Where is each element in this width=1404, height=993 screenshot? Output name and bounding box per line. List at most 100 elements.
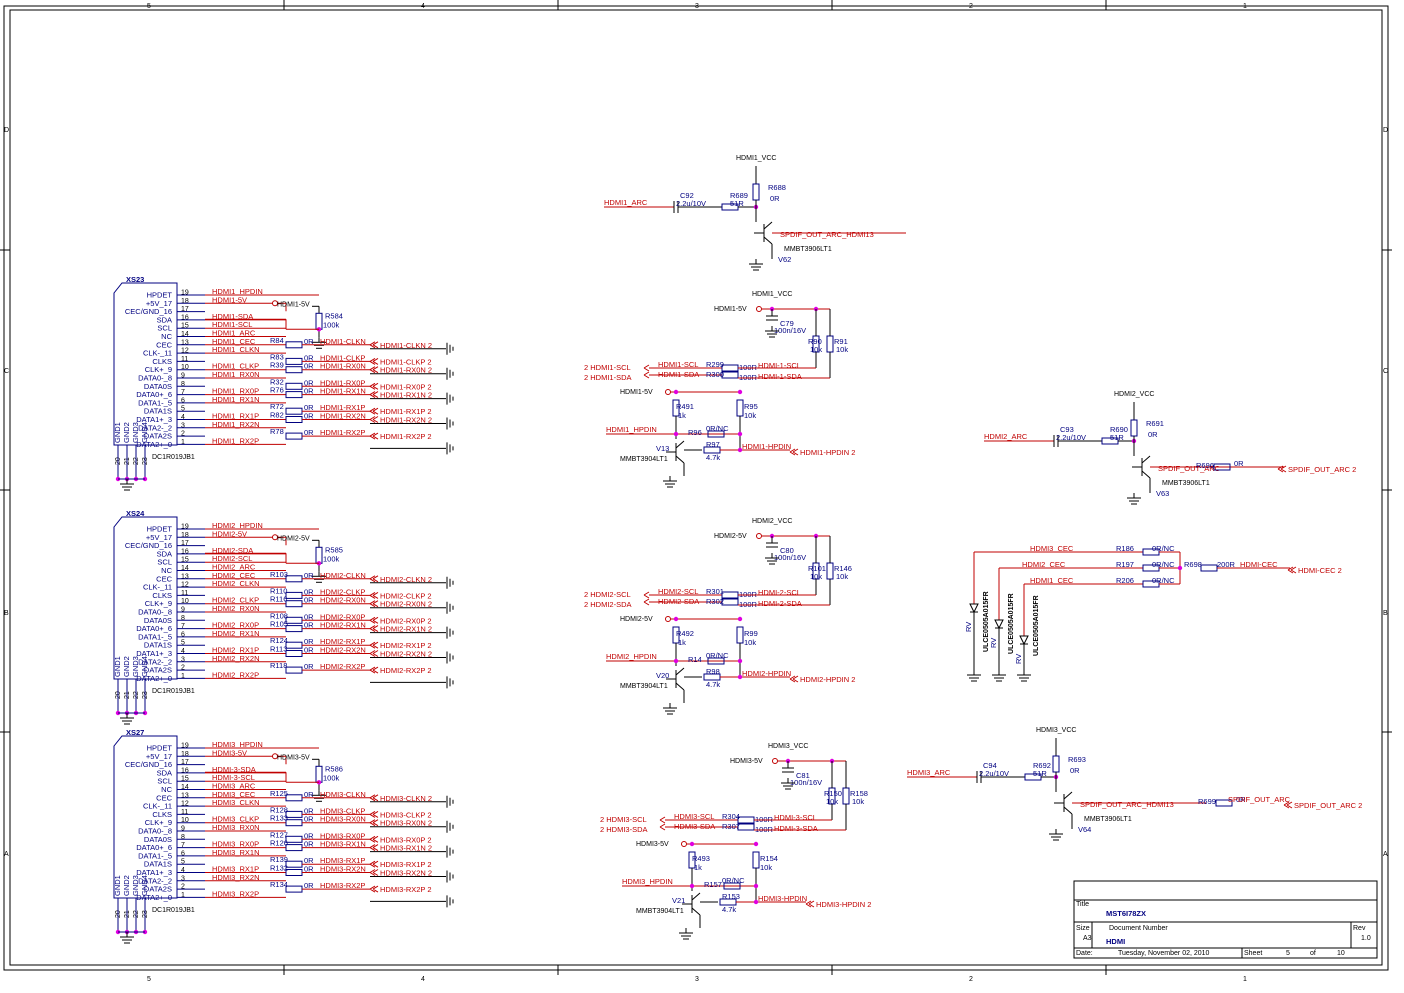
series-res-value: 0R	[304, 840, 314, 849]
cec-out-net: HDMI-CEC	[1240, 560, 1278, 569]
port-label: HDMI2-RX1N 2	[380, 625, 432, 634]
pin-name: SCL	[157, 324, 172, 333]
net-label: HDMI1_RX1P	[212, 412, 259, 421]
ground-symbol	[120, 713, 134, 725]
pin-name: DATA0+_6	[136, 624, 172, 633]
ddc-sda-out: HDMI-1-SDA	[758, 372, 802, 381]
arc-circuit-1: HDMI1_ARCC922.2u/10VR68951RHDMI1_VCCR688…	[604, 155, 906, 271]
arc-vcc-label: HDMI1_VCC	[736, 155, 776, 162]
off-sheet-port: HDMI1-RX1N 2	[369, 391, 432, 400]
port-arrow	[789, 448, 799, 456]
wire	[763, 236, 773, 245]
resistor	[721, 591, 739, 599]
port-label: HDMI3-RX1P 2	[380, 860, 432, 869]
series-res-ref: R128	[270, 805, 288, 814]
pin-name: DATA1-_5	[138, 851, 172, 860]
col-marker-bottom: 2	[969, 976, 973, 983]
series-res-ref: R39	[270, 361, 284, 370]
pin-name: CEC	[156, 574, 172, 583]
net-label: HDMI3_CLKN	[212, 798, 260, 807]
arc-input-net: HDMI1_ARC	[604, 198, 648, 207]
pin-name: DATA0S	[144, 616, 172, 625]
col-marker-bottom: 4	[421, 976, 425, 983]
hpd-nc-value: 0R/NC	[722, 876, 745, 885]
pin-name: HPDET	[147, 291, 173, 300]
pin-name: CLK+_9	[145, 818, 172, 827]
off-sheet-port: HDMI3-RX1N 2	[369, 844, 432, 853]
ddc-pullup-ref: R150	[824, 789, 842, 798]
pin-number: 10	[181, 817, 189, 824]
series-res-ref: R32	[270, 377, 284, 386]
hpd-pullup-ref: R492	[676, 629, 694, 638]
ddc-hpd-circuits: HDMI1_VCCHDMI1-5VC79100n/16VR9010kR9110k…	[584, 291, 871, 940]
series-net-label: HDMI3-RX0P	[320, 831, 365, 840]
off-sheet-port: HDMI2-RX2N 2	[369, 650, 432, 659]
arc-vcc-label: HDMI3_VCC	[1036, 727, 1076, 734]
hpd-base-value: 10k	[744, 638, 756, 647]
ddc-scl-res-ref: R299	[706, 360, 724, 369]
off-sheet-port: HDMI3-RX2N 2	[369, 869, 432, 878]
series-res-value: 0R	[304, 815, 314, 824]
off-sheet-port: HDMI3-CLKP 2	[369, 810, 432, 819]
power-port	[665, 389, 671, 395]
arc-input-net: HDMI2_ARC	[984, 432, 1028, 441]
arc-pullup-value: 0R	[770, 194, 780, 203]
row-marker-right: D	[1383, 127, 1388, 134]
off-sheet-port: HDMI1-RX2N 2	[369, 416, 432, 425]
pin-name: DATA1-_5	[138, 398, 172, 407]
wire	[675, 667, 685, 676]
ground-symbol	[120, 932, 134, 944]
size-label: Size	[1076, 925, 1090, 932]
port-label: HDMI-CEC 2	[1298, 566, 1342, 575]
ddc-pullup-value: 10k	[826, 797, 838, 806]
tvs-diode	[969, 603, 979, 614]
resistor	[285, 366, 303, 374]
series-res-ref: R126	[270, 839, 288, 848]
port-label: SPDIF_OUT_ARC 2	[1294, 801, 1362, 810]
connector-part: DC1R019JB1	[152, 454, 195, 461]
resistor	[721, 371, 739, 379]
series-res-ref: R72	[270, 402, 284, 411]
ddc-cap-value: 100n/16V	[774, 326, 806, 335]
resistor	[285, 575, 303, 583]
port-arrow	[369, 407, 379, 415]
off-sheet-port: HDMI2-HPDIN 2	[789, 675, 855, 684]
net-label: HDMI3_RX2N	[212, 873, 260, 882]
port-label: HDMI1-RX0N 2	[380, 366, 432, 375]
series-net-label: HDMI2-RX2N	[320, 646, 366, 655]
pin-number: 2	[181, 665, 185, 672]
row-marker-left: A	[4, 851, 9, 858]
arc-transistor-part: MMBT3906LT1	[1162, 480, 1210, 487]
power-port	[681, 841, 687, 847]
series-res-ref: R124	[270, 636, 288, 645]
series-res-ref: R82	[270, 411, 284, 420]
resistor	[721, 598, 739, 606]
net-label: HDMI1_RX2N	[212, 420, 260, 429]
port-arrow	[369, 357, 379, 365]
pin-name: DATA0+_6	[136, 390, 172, 399]
ddc-sda-res-ref: R307	[722, 822, 740, 831]
arc-pullup-ref: R693	[1068, 755, 1086, 764]
resistor	[285, 819, 303, 827]
hpd-transistor	[666, 667, 685, 691]
ground-symbol	[663, 476, 677, 488]
ddc-circuit-1: HDMI1_VCCHDMI1-5VC79100n/16VR9010kR9110k…	[584, 291, 855, 488]
hpd-col-value: 4.7k	[722, 905, 736, 914]
pin-number: 14	[181, 565, 189, 572]
pin-number: 12	[181, 801, 189, 808]
resistor	[285, 835, 303, 843]
pin-number: 13	[181, 792, 189, 799]
ddc-pullup-ref: R101	[808, 564, 826, 573]
row-marker-right: C	[1383, 368, 1388, 375]
net-label: HDMI1_CLKN	[212, 345, 260, 354]
pin-name: DATA1+_3	[136, 868, 172, 877]
hpd-base-value: 10k	[744, 411, 756, 420]
junction-dot	[673, 658, 679, 664]
pin-number: 9	[181, 826, 185, 833]
pin-number: 17	[181, 759, 189, 766]
cec-net-label: HDMI1_CEC	[1030, 576, 1074, 585]
resistor	[285, 810, 303, 818]
pullup-value: 100k	[323, 773, 340, 782]
pin-name: +5V_17	[146, 299, 172, 308]
